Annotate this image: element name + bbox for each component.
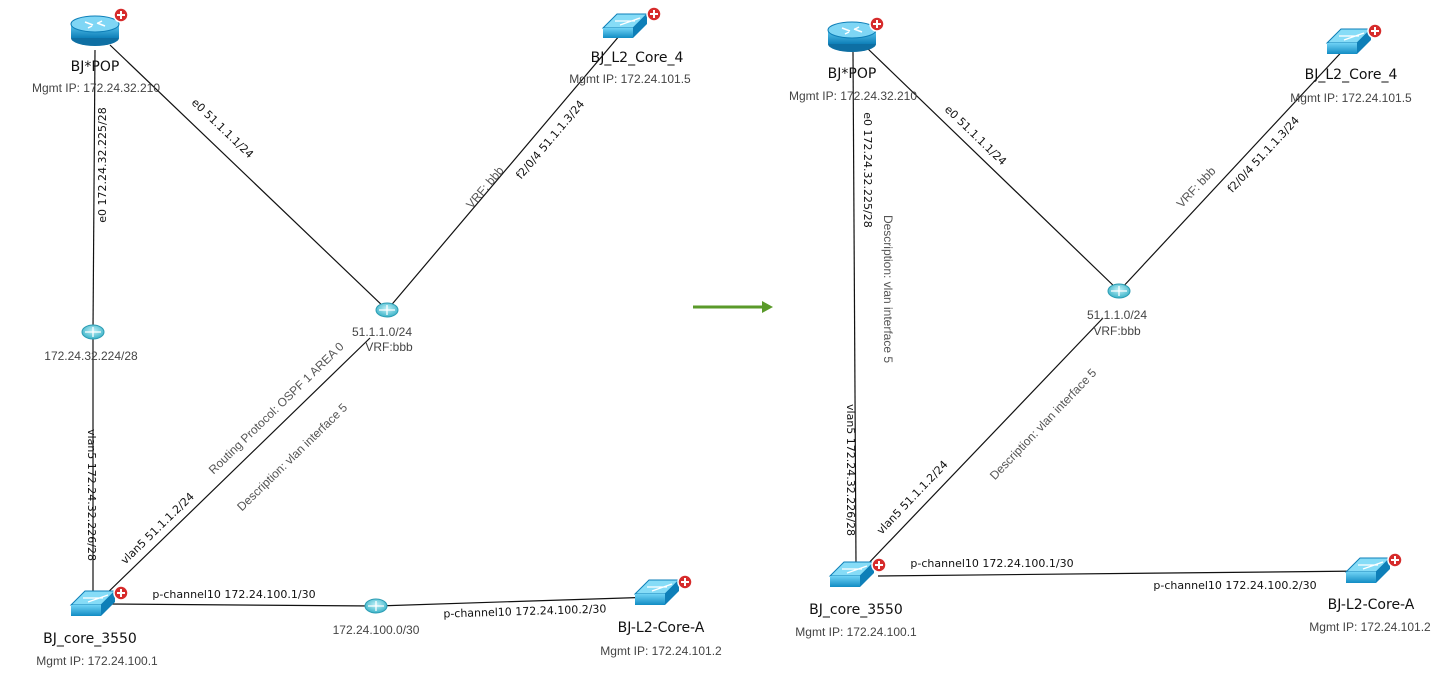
switch-icon xyxy=(1325,28,1373,54)
device-name: BJ_L2_Core_4 xyxy=(1305,67,1398,83)
plus-badge-icon[interactable] xyxy=(1387,552,1403,568)
interface-label: vlan5 172.24.32.226/28 xyxy=(85,429,98,561)
interface-label: p-channel10 172.24.100.2/30 xyxy=(1153,579,1316,592)
subnet-label: 172.24.32.224/28 xyxy=(44,349,138,363)
switch-icon xyxy=(828,561,876,587)
link-core-subnet-b[interactable] xyxy=(863,317,1104,569)
description-label: Description: vlan interface 5 xyxy=(987,366,1100,483)
switch-icon xyxy=(69,590,117,616)
device-name: BJ_L2_Core_4 xyxy=(591,50,684,66)
switch-icon xyxy=(633,579,681,605)
device-mgmt-ip: Mgmt IP: 172.24.101.5 xyxy=(1290,91,1412,105)
device-mgmt-ip: Mgmt IP: 172.24.100.1 xyxy=(36,654,158,668)
subnet-172-24-100-0[interactable]: 172.24.100.0/30 xyxy=(333,598,420,637)
subnet-icon xyxy=(81,324,105,340)
device-name: BJ*POP xyxy=(828,66,877,82)
device-bjpop[interactable]: BJ*POP Mgmt IP: 172.24.32.210 xyxy=(789,16,917,103)
subnet-label: 51.1.1.0/24 xyxy=(352,325,412,339)
subnet-vrf: VRF:bbb xyxy=(1093,324,1141,338)
interface-label: e0 51.1.1.1/24 xyxy=(189,96,256,161)
router-icon xyxy=(70,15,120,46)
interface-label: p-channel10 172.24.100.1/30 xyxy=(910,557,1073,570)
arrow-right-icon xyxy=(693,301,773,313)
plus-badge-icon[interactable] xyxy=(1367,23,1383,39)
routing-protocol-label: Routing Protocol: OSPF 1 AREA 0 xyxy=(206,339,347,477)
interface-label: f2/0/4 51.1.1.3/24 xyxy=(513,98,587,182)
device-bj-l2-core-a[interactable]: BJ-L2-Core-A Mgmt IP: 172.24.101.2 xyxy=(600,574,722,658)
device-name: BJ_core_3550 xyxy=(809,602,903,618)
device-bj-core-3550[interactable]: BJ_core_3550 Mgmt IP: 172.24.100.1 xyxy=(795,557,917,639)
subnet-label: 51.1.1.0/24 xyxy=(1087,308,1147,322)
link-core-subnet-c[interactable] xyxy=(109,603,375,607)
subnet-icon xyxy=(1107,283,1131,299)
interface-label: e0 51.1.1.1/24 xyxy=(942,103,1009,168)
interface-label: e0 172.24.32.225/28 xyxy=(861,112,874,227)
device-mgmt-ip: Mgmt IP: 172.24.32.210 xyxy=(32,81,160,95)
plus-badge-icon[interactable] xyxy=(113,7,129,23)
interface-label: vlan5 51.1.1.2/24 xyxy=(118,490,197,567)
plus-badge-icon[interactable] xyxy=(677,574,693,590)
switch-icon xyxy=(1344,557,1392,583)
subnet-vrf: VRF:bbb xyxy=(365,340,413,354)
link-core4-subnet-b[interactable] xyxy=(387,34,621,310)
subnet-51-1-1-0[interactable]: 51.1.1.0/24 VRF:bbb xyxy=(1087,283,1147,338)
device-bj-core-3550[interactable]: BJ_core_3550 Mgmt IP: 172.24.100.1 xyxy=(36,585,158,668)
subnet-icon xyxy=(375,302,399,318)
link-core-subnet-b[interactable] xyxy=(99,337,371,601)
interface-label: p-channel10 172.24.100.1/30 xyxy=(152,588,315,601)
interface-label: e0 172.24.32.225/28 xyxy=(96,107,109,222)
plus-badge-icon[interactable] xyxy=(871,557,887,573)
interface-label: vlan5 51.1.1.2/24 xyxy=(874,458,950,537)
link-subnet-c-corea[interactable] xyxy=(375,596,656,607)
device-mgmt-ip: Mgmt IP: 172.24.101.2 xyxy=(600,644,722,658)
description-label: Description: vlan interface 5 xyxy=(234,400,350,513)
right-diagram: BJ*POP Mgmt IP: 172.24.32.210 BJ_L2_Core… xyxy=(789,16,1431,639)
interface-label: p-channel10 172.24.100.2/30 xyxy=(443,602,606,620)
vrf-label: VRF: bbb xyxy=(463,163,507,211)
device-mgmt-ip: Mgmt IP: 172.24.100.1 xyxy=(795,625,917,639)
subnet-icon xyxy=(364,598,388,614)
link-pop-subnet-b[interactable] xyxy=(865,46,1119,291)
link-pop-core[interactable] xyxy=(852,51,857,566)
plus-badge-icon[interactable] xyxy=(113,585,129,601)
device-bj-l2-core-4[interactable]: BJ_L2_Core_4 Mgmt IP: 172.24.101.5 xyxy=(569,6,691,86)
link-core4-subnet-b[interactable] xyxy=(1119,43,1350,291)
device-mgmt-ip: Mgmt IP: 172.24.101.2 xyxy=(1309,620,1431,634)
device-mgmt-ip: Mgmt IP: 172.24.101.5 xyxy=(569,72,691,86)
vrf-label: VRF: bbb xyxy=(1174,164,1219,211)
subnet-172-24-32-224[interactable]: 172.24.32.224/28 xyxy=(44,324,138,363)
plus-badge-icon[interactable] xyxy=(646,6,662,22)
interface-label: vlan5 172.24.32.226/28 xyxy=(844,404,857,536)
device-bjpop[interactable]: BJ*POP Mgmt IP: 172.24.32.210 xyxy=(32,7,160,95)
link-core-corea[interactable] xyxy=(877,570,1366,577)
device-bj-l2-core-a[interactable]: BJ-L2-Core-A Mgmt IP: 172.24.101.2 xyxy=(1309,552,1431,634)
device-name: BJ_core_3550 xyxy=(43,631,137,647)
device-name: BJ-L2-Core-A xyxy=(618,620,705,636)
plus-badge-icon[interactable] xyxy=(869,16,885,32)
device-name: BJ*POP xyxy=(71,59,120,75)
description-label: Description: vlan interface 5 xyxy=(881,215,895,363)
subnet-51-1-1-0[interactable]: 51.1.1.0/24 VRF:bbb xyxy=(352,302,413,354)
link-pop-subnet-b[interactable] xyxy=(109,44,387,310)
device-mgmt-ip: Mgmt IP: 172.24.32.210 xyxy=(789,89,917,103)
subnet-label: 172.24.100.0/30 xyxy=(333,623,420,637)
device-bj-l2-core-4[interactable]: BJ_L2_Core_4 Mgmt IP: 172.24.101.5 xyxy=(1290,23,1412,105)
router-icon xyxy=(827,21,877,52)
left-diagram: BJ*POP Mgmt IP: 172.24.32.210 BJ_L2_Core… xyxy=(32,6,722,668)
link-pop-subnet-a[interactable] xyxy=(92,49,96,331)
interface-label: f2/0/4 51.1.1.3/24 xyxy=(1225,114,1302,195)
device-name: BJ-L2-Core-A xyxy=(1328,597,1415,613)
switch-icon xyxy=(601,13,649,38)
